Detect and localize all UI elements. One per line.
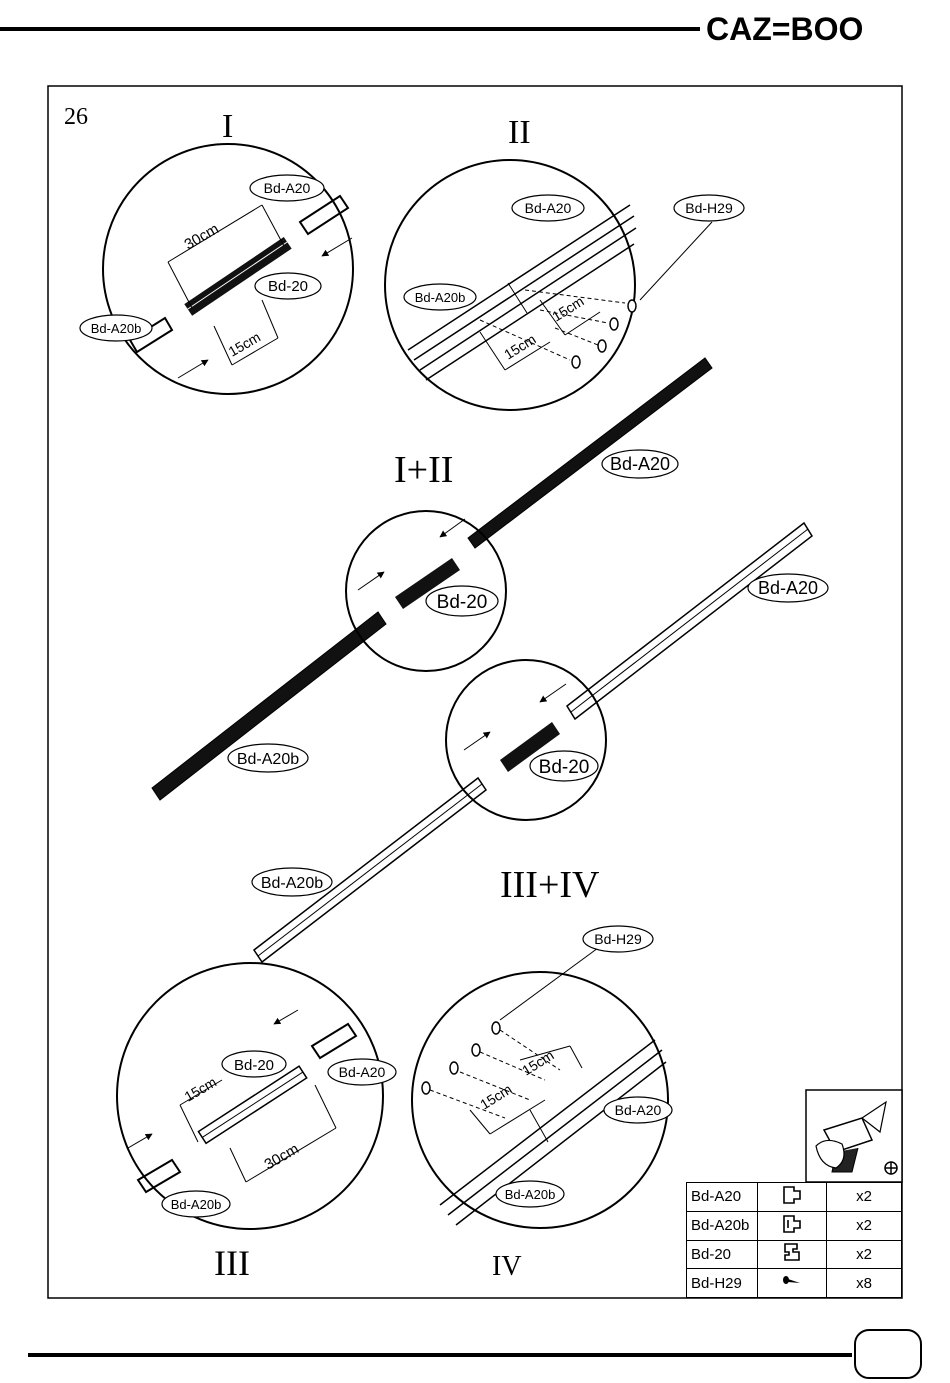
detail-circle-i: 30cm 15cm Bd-A20 Bd-20 Bd-A20b xyxy=(80,144,353,394)
step-label-iii: III xyxy=(214,1243,250,1283)
part-qty: x8 xyxy=(827,1269,902,1298)
connector-icon xyxy=(758,1240,827,1269)
dim-15cm-a: 15cm xyxy=(501,331,539,363)
callout-bd-a20b: Bd-A20b xyxy=(171,1197,222,1212)
dim-15cm-a: 15cm xyxy=(477,1081,515,1113)
tool-box xyxy=(806,1090,902,1182)
table-row: Bd-H29 x8 xyxy=(687,1269,902,1298)
part-code: Bd-A20b xyxy=(687,1211,758,1240)
table-row: Bd-20 x2 xyxy=(687,1240,902,1269)
callout-bd-a20b: Bd-A20b xyxy=(415,290,466,305)
step-label-i-ii: I+II xyxy=(394,449,453,491)
callout-bd-a20b: Bd-A20b xyxy=(261,875,323,892)
step-label-ii: II xyxy=(508,114,531,151)
step-label-i: I xyxy=(222,108,233,145)
screw-icon xyxy=(758,1269,827,1298)
callout-bd-a20: Bd-A20 xyxy=(525,200,572,216)
callout-bd-20: Bd-20 xyxy=(268,278,308,295)
callout-bd-a20: Bd-A20 xyxy=(758,578,818,598)
dim-15cm-b: 15cm xyxy=(519,1047,557,1079)
table-row: Bd-A20b x2 xyxy=(687,1211,902,1240)
callout-bd-a20: Bd-A20 xyxy=(339,1064,386,1080)
callout-bd-a20: Bd-A20 xyxy=(264,180,311,196)
part-code: Bd-A20 xyxy=(687,1183,758,1212)
callout-bd-a20: Bd-A20 xyxy=(610,454,670,474)
profile-a20-icon xyxy=(758,1183,827,1212)
parts-list: Bd-A20 x2 Bd-A20b x2 Bd-20 x2 Bd-H29 xyxy=(686,1182,902,1298)
callout-bd-a20b: Bd-A20b xyxy=(91,321,142,336)
callout-bd-h29: Bd-H29 xyxy=(685,200,733,216)
detail-circle-iii: 15cm 30cm Bd-20 Bd-A20 Bd-A20b xyxy=(117,963,396,1229)
callout-bd-a20: Bd-A20 xyxy=(615,1102,662,1118)
dim-15cm: 15cm xyxy=(182,1074,220,1105)
callout-bd-a20b: Bd-A20b xyxy=(237,751,299,768)
callout-bd-20: Bd-20 xyxy=(234,1057,274,1074)
dim-15cm: 15cm xyxy=(226,329,264,360)
part-code: Bd-H29 xyxy=(687,1269,758,1298)
dim-30cm: 30cm xyxy=(182,220,222,253)
callout-bd-20: Bd-20 xyxy=(437,592,488,613)
table-row: Bd-A20 x2 xyxy=(687,1183,902,1212)
part-qty: x2 xyxy=(827,1211,902,1240)
part-qty: x2 xyxy=(827,1240,902,1269)
brand-logo: CAZ=BOO xyxy=(706,11,863,47)
detail-circle-iv: 15cm 15cm Bd-H29 Bd-A20 Bd-A20b xyxy=(412,926,672,1228)
part-code: Bd-20 xyxy=(687,1240,758,1269)
profile-a20b-icon xyxy=(758,1211,827,1240)
callout-bd-h29: Bd-H29 xyxy=(594,931,642,947)
step-number: 26 xyxy=(64,104,88,130)
callout-bd-20: Bd-20 xyxy=(539,757,590,778)
part-qty: x2 xyxy=(827,1183,902,1212)
step-label-iv: IV xyxy=(492,1251,522,1282)
phillips-screwdriver-icon xyxy=(885,1162,897,1174)
page-number-box xyxy=(855,1330,921,1378)
callout-bd-a20b: Bd-A20b xyxy=(505,1187,556,1202)
screw-icon xyxy=(572,300,636,368)
dim-30cm: 30cm xyxy=(262,1140,302,1173)
joint-i-ii: Bd-A20 Bd-20 Bd-A20b xyxy=(152,358,712,800)
step-label-iii-iv: III+IV xyxy=(500,864,600,906)
